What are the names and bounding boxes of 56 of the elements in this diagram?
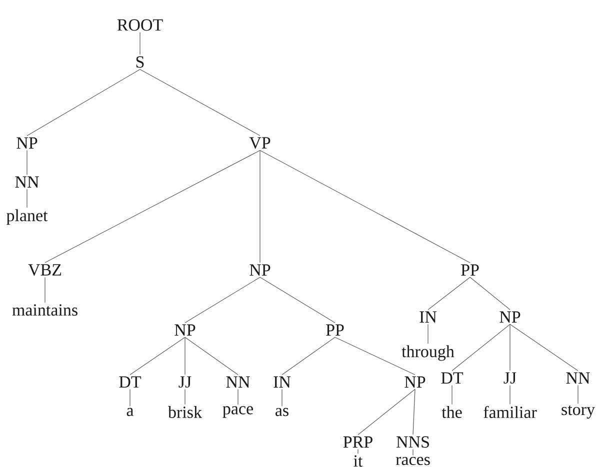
word-label: a xyxy=(126,408,134,416)
branch-line xyxy=(140,69,260,136)
branch-line xyxy=(510,324,578,372)
branch-line xyxy=(412,388,416,435)
branch-line xyxy=(282,336,336,376)
phrase-label: ROOT xyxy=(117,19,163,31)
branch-line xyxy=(358,388,416,436)
word-label: as xyxy=(276,408,288,416)
branch-line xyxy=(184,336,186,375)
word-label: the xyxy=(442,406,462,418)
branch-line xyxy=(44,277,46,303)
branch-line xyxy=(184,336,238,376)
branch-line xyxy=(470,276,510,310)
branch-line xyxy=(184,389,186,405)
branch-line xyxy=(452,324,510,372)
phrase-label: NP xyxy=(174,324,196,336)
phrase-label: VBZ xyxy=(28,264,62,276)
word-label: pace xyxy=(222,406,253,418)
phrase-label: S xyxy=(136,56,144,68)
branch-line xyxy=(130,336,186,376)
phrase-label: NP xyxy=(250,264,270,276)
branch-line xyxy=(184,276,260,324)
word-label: planet xyxy=(6,209,48,225)
phrase-label: DT xyxy=(119,376,142,388)
branch-line xyxy=(260,150,470,264)
phrase-label: JJ xyxy=(504,372,516,384)
phrase-label: NP xyxy=(16,137,38,149)
word-label: familiar xyxy=(484,406,537,418)
phrase-label: JJ xyxy=(178,376,192,388)
word-label: maintains xyxy=(12,304,78,316)
phrase-label: NN xyxy=(226,376,250,388)
branch-line xyxy=(260,276,336,324)
phrase-label: PP xyxy=(461,264,479,276)
branch-line xyxy=(334,336,416,376)
branch-line xyxy=(412,449,414,456)
word-label: brisk xyxy=(168,406,202,418)
phrase-label: DT xyxy=(441,372,464,384)
word-label: it xyxy=(354,455,363,467)
branch-line xyxy=(26,69,140,136)
word-label: through xyxy=(402,345,454,361)
phrase-label: VP xyxy=(249,137,270,149)
branch-line xyxy=(26,150,28,176)
phrase-label: NP xyxy=(500,311,520,323)
phrase-label: IN xyxy=(274,376,291,388)
phrase-label: NP xyxy=(404,376,426,388)
branch-line xyxy=(428,276,470,310)
phrase-label: NNS xyxy=(396,436,429,448)
branch-line xyxy=(44,150,260,263)
word-label: races xyxy=(396,456,430,466)
phrase-label: NN xyxy=(15,176,39,188)
phrase-label: NN xyxy=(566,372,590,384)
word-label: story xyxy=(562,405,595,419)
branch-line xyxy=(26,188,28,208)
phrase-label: IN xyxy=(420,311,437,323)
phrase-label: PRP xyxy=(343,436,372,448)
phrase-label: PP xyxy=(326,324,344,336)
